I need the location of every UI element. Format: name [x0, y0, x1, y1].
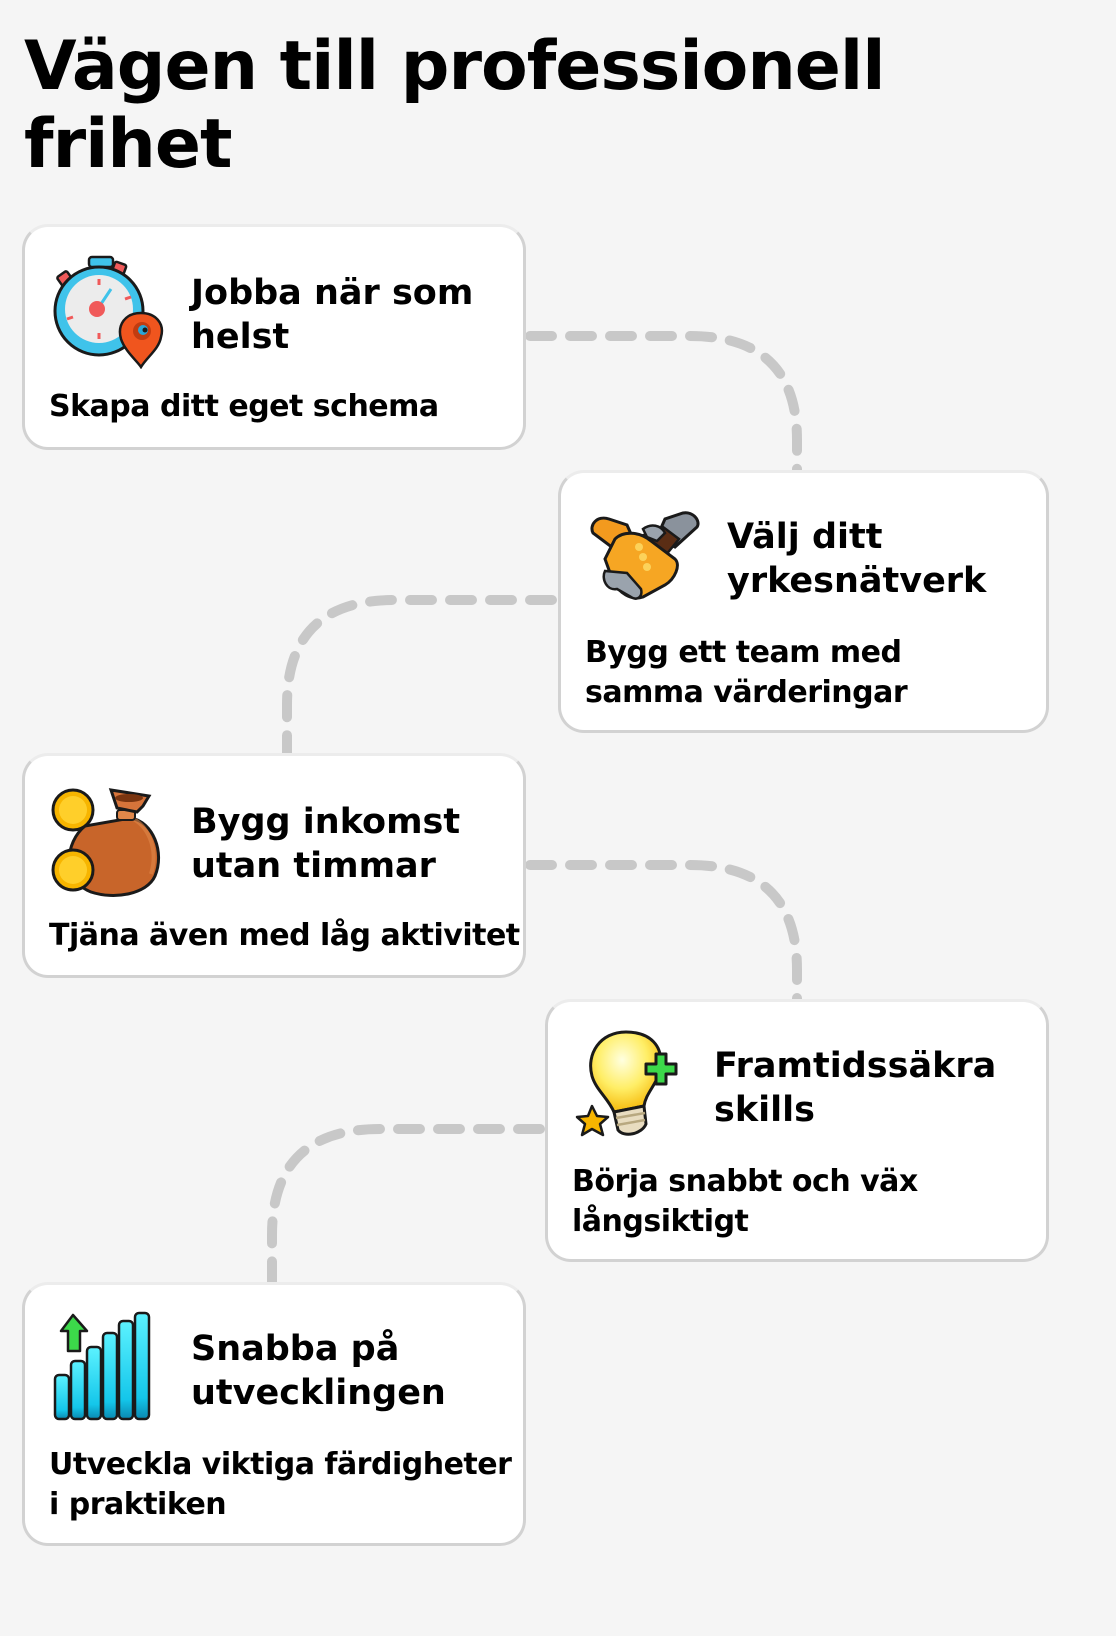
step-description: Börja snabbt och väx långsiktigt	[572, 1164, 918, 1239]
step-title: Bygg inkomst utan timmar	[191, 802, 461, 886]
connector-1-2	[525, 331, 802, 477]
step-description: Bygg ett team med samma värderingar	[585, 635, 908, 710]
step-card-4: Framtidssäkra skills Börja snabbt och vä…	[545, 999, 1049, 1262]
handshake-icon	[587, 503, 703, 603]
step-description: Skapa ditt eget schema	[49, 389, 439, 424]
step-description: Utveckla viktiga färdigheter i praktiken	[49, 1447, 512, 1522]
growth-bars-arrow-icon	[51, 1311, 167, 1427]
step-card-2: Välj ditt yrkesnätverk Bygg ett team med…	[558, 470, 1049, 733]
step-title: Välj ditt yrkesnätverk	[727, 517, 987, 601]
money-bag-coins-icon	[51, 782, 167, 898]
connector-3-4	[525, 860, 802, 1005]
step-card-5: Snabba på utvecklingen Utveckla viktiga …	[22, 1282, 526, 1546]
step-description: Tjäna även med låg aktivitet	[49, 918, 520, 953]
step-title: Snabba på utvecklingen	[191, 1329, 446, 1413]
lightbulb-plus-star-icon	[574, 1028, 690, 1144]
step-title: Framtidssäkra skills	[714, 1046, 997, 1130]
stopwatch-location-icon	[51, 253, 167, 370]
step-card-3: Bygg inkomst utan timmar Tjäna även med …	[22, 753, 526, 978]
connector-4-5	[267, 1124, 545, 1289]
connector-2-3	[282, 595, 557, 760]
step-card-1: Jobba när som helst Skapa ditt eget sche…	[22, 224, 526, 450]
page-title: Vägen till professionell frihet	[24, 27, 886, 184]
step-title: Jobba när som helst	[191, 273, 474, 357]
